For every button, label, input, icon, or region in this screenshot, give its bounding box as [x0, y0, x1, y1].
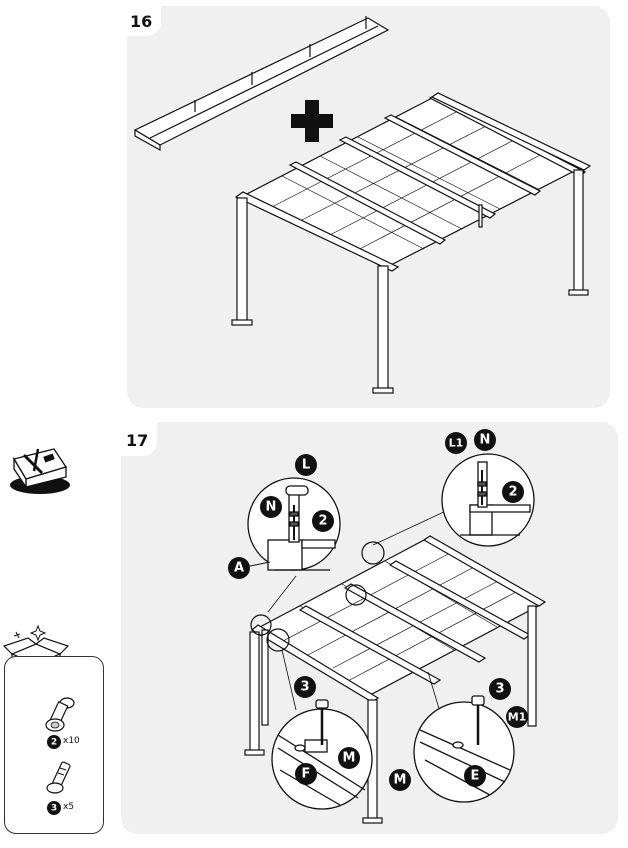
hardware-2-badge: 2: [47, 735, 61, 749]
callout-M-right: [389, 769, 411, 791]
callout-F: [295, 763, 317, 785]
callout-M-right-text: M: [394, 773, 407, 788]
pergola-frame-16: [231, 92, 592, 394]
callout-badges: L N 2 A L1 N 2 3 F M 3 M1 M E: [228, 429, 528, 791]
svg-text:3: 3: [51, 804, 57, 814]
hardware-3-badge: 3: [47, 801, 61, 815]
callout-2-text: 2: [318, 514, 327, 529]
callout-F-text: F: [302, 767, 311, 782]
bolt-icon: [45, 697, 75, 732]
callout-A-text: A: [234, 561, 244, 576]
callout-M1-text: M1: [508, 711, 527, 724]
step-17-tab: [121, 422, 157, 456]
bolt-icon-long: [46, 761, 71, 794]
callout-2: [312, 510, 334, 532]
callout-N-right-text: N: [480, 433, 491, 448]
step-16-tab: [127, 6, 161, 36]
pergola-frame-17: [244, 509, 547, 824]
callout-L1: [445, 432, 467, 454]
callout-N-text: N: [266, 500, 277, 515]
callout-L-text: L: [302, 458, 310, 473]
detail-bottom-right: [413, 695, 515, 803]
callout-2-right: [502, 481, 524, 503]
callout-M1: [506, 706, 528, 728]
detail-top-right: [441, 453, 535, 547]
roof-panel-part: [133, 16, 390, 152]
callout-E-text: E: [471, 769, 480, 784]
svg-text:2: 2: [51, 738, 57, 748]
callout-3-left-text: 3: [300, 680, 309, 695]
step-17-number: 17: [126, 431, 149, 450]
detail-bottom-left: [271, 699, 373, 810]
plus-icon: [291, 100, 333, 142]
callout-L1-text: L1: [449, 437, 464, 450]
callout-N-right: [474, 429, 496, 451]
callout-3-right-text: 3: [495, 682, 504, 697]
hardware-3-qty: x5: [63, 802, 75, 812]
callout-M-left: [338, 747, 360, 769]
callout-2-right-text: 2: [508, 485, 517, 500]
hardware-2-qty: x10: [63, 736, 80, 746]
toolbox-icon: [10, 448, 70, 494]
step-16-number: 16: [130, 12, 153, 31]
callout-L: [295, 454, 317, 476]
callout-N: [260, 496, 282, 518]
callout-A: [228, 557, 250, 579]
callout-E: [464, 765, 486, 787]
callout-M-left-text: M: [343, 751, 356, 766]
callout-3-left: [294, 676, 316, 698]
callout-3-right: [489, 678, 511, 700]
